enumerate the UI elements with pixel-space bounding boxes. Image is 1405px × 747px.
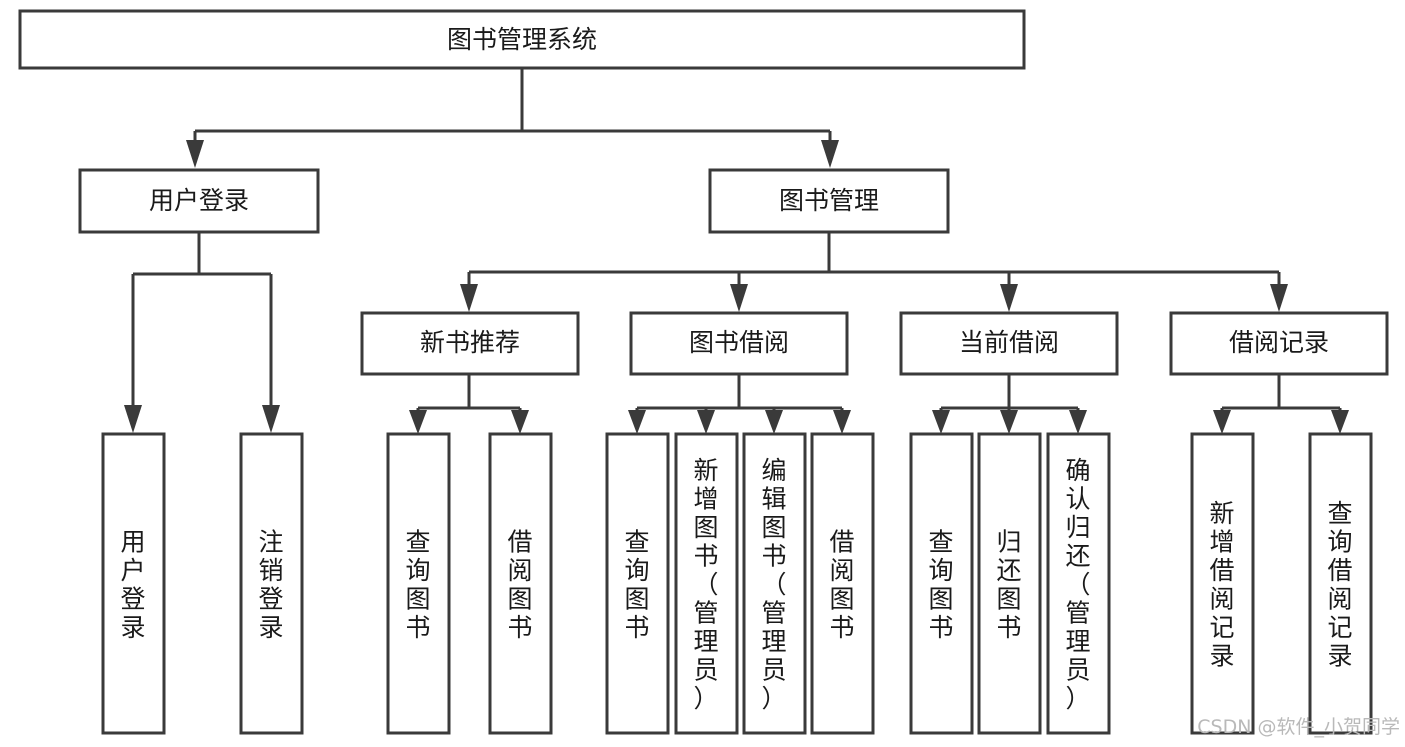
leaf-confirm-return-box[interactable]	[1046, 432, 1111, 735]
connector-group-current-borrow	[932, 374, 1087, 434]
arrowhead-leaf-add-book	[697, 410, 715, 434]
arrowhead-leaf-query-book-3	[932, 410, 950, 434]
arrowhead-book-borrow	[730, 284, 748, 312]
arrowhead-leaf-edit-book	[765, 410, 783, 434]
arrowhead-leaf-return-book	[1000, 410, 1018, 434]
leaf-user-login[interactable]: 用户登录	[101, 432, 166, 735]
leaf-query-record-box[interactable]	[1308, 432, 1373, 735]
leaf-logout-login-box[interactable]	[239, 432, 304, 735]
leaf-borrow-book-1-box[interactable]	[488, 432, 553, 735]
leaf-add-book-label: 新增图书（管理员）	[693, 456, 718, 713]
node-borrow-record-box[interactable]	[1169, 311, 1389, 376]
connector-group-user-login	[124, 232, 280, 433]
leaf-borrow-book-2-box[interactable]	[810, 432, 875, 735]
leaf-logout-login[interactable]: 注销登录	[239, 432, 304, 735]
node-borrow-record-label: 借阅记录	[1229, 328, 1329, 357]
node-user-login[interactable]: 用户登录	[78, 168, 320, 234]
leaf-user-login-box[interactable]	[101, 432, 166, 735]
node-new-book-rec[interactable]: 新书推荐	[360, 311, 580, 376]
leaf-borrow-book-2[interactable]: 借阅图书	[810, 432, 875, 735]
arrowhead-leaf-add-record	[1213, 410, 1231, 434]
node-book-manage[interactable]: 图书管理	[708, 168, 950, 234]
leaf-return-book-box[interactable]	[977, 432, 1042, 735]
leaf-return-book-label: 归还图书	[996, 527, 1021, 642]
leaf-edit-book-label: 编辑图书（管理员）	[761, 456, 786, 713]
leaf-add-record-box[interactable]	[1190, 432, 1255, 735]
connector-group-book-manage	[460, 232, 1288, 312]
leaf-query-book-3-box[interactable]	[909, 432, 974, 735]
arrowhead-new-book-rec	[460, 284, 478, 312]
leaf-query-book-1-label: 查询图书	[405, 527, 430, 642]
leaf-edit-book-box[interactable]	[742, 432, 807, 735]
leaf-query-book-3[interactable]: 查询图书	[909, 432, 974, 735]
node-root-label: 图书管理系统	[447, 25, 597, 54]
arrowhead-leaf-borrow-book-1	[511, 410, 529, 434]
node-current-borrow-box[interactable]	[899, 311, 1119, 376]
leaf-query-book-1-box[interactable]	[386, 432, 451, 735]
connector-group-new-book-rec	[409, 374, 529, 434]
arrowhead-leaf-query-book-1	[409, 410, 427, 434]
arrowhead-leaf-user-login	[124, 405, 142, 433]
node-book-manage-label: 图书管理	[779, 186, 879, 215]
arrowhead-borrow-record	[1270, 284, 1288, 312]
leaf-borrow-book-2-label: 借阅图书	[829, 527, 854, 642]
node-current-borrow[interactable]: 当前借阅	[899, 311, 1119, 376]
leaf-query-record-label: 查询借阅记录	[1327, 499, 1352, 671]
arrowhead-leaf-query-book-2	[628, 410, 646, 434]
leaf-query-record[interactable]: 查询借阅记录	[1308, 432, 1373, 735]
leaf-add-book[interactable]: 新增图书（管理员）	[674, 432, 739, 735]
connector-group-book-borrow	[628, 374, 851, 434]
leaf-user-login-label: 用户登录	[120, 527, 145, 642]
csdn-watermark: CSDN @软件_小贺同学	[1197, 716, 1400, 738]
leaf-return-book[interactable]: 归还图书	[977, 432, 1042, 735]
leaf-confirm-return-label: 确认归还（管理员）	[1065, 456, 1090, 713]
leaf-add-record-label: 新增借阅记录	[1209, 499, 1234, 671]
leaf-borrow-book-1[interactable]: 借阅图书	[488, 432, 553, 735]
leaf-query-book-1[interactable]: 查询图书	[386, 432, 451, 735]
arrowhead-current-borrow	[1000, 284, 1018, 312]
node-current-borrow-label: 当前借阅	[959, 328, 1059, 357]
arrowhead-book-manage	[821, 140, 839, 168]
leaf-edit-book[interactable]: 编辑图书（管理员）	[742, 432, 807, 735]
node-book-borrow[interactable]: 图书借阅	[629, 311, 849, 376]
leaf-add-record[interactable]: 新增借阅记录	[1190, 432, 1255, 735]
arrowhead-leaf-borrow-book-2	[833, 410, 851, 434]
connector-group-borrow-record	[1213, 374, 1349, 434]
node-root[interactable]: 图书管理系统	[18, 9, 1026, 70]
arrowhead-leaf-logout-login	[262, 405, 280, 433]
leaf-confirm-return[interactable]: 确认归还（管理员）	[1046, 432, 1111, 735]
leaf-query-book-3-label: 查询图书	[928, 527, 953, 642]
node-new-book-rec-label: 新书推荐	[420, 328, 520, 357]
leaf-add-book-box[interactable]	[674, 432, 739, 735]
node-user-login-box[interactable]	[78, 168, 320, 234]
leaf-query-book-2[interactable]: 查询图书	[605, 432, 670, 735]
node-new-book-rec-box[interactable]	[360, 311, 580, 376]
node-user-login-label: 用户登录	[149, 186, 249, 215]
connector-group-root	[186, 68, 839, 168]
arrowhead-leaf-query-record	[1331, 410, 1349, 434]
node-borrow-record[interactable]: 借阅记录	[1169, 311, 1389, 376]
arrowhead-leaf-confirm-return	[1069, 410, 1087, 434]
node-book-borrow-box[interactable]	[629, 311, 849, 376]
leaf-query-book-2-box[interactable]	[605, 432, 670, 735]
node-book-manage-box[interactable]	[708, 168, 950, 234]
arrowhead-user-login	[186, 140, 204, 168]
node-root-box[interactable]	[18, 9, 1026, 70]
leaf-query-book-2-label: 查询图书	[624, 527, 649, 642]
leaf-logout-login-label: 注销登录	[258, 527, 283, 642]
node-book-borrow-label: 图书借阅	[689, 328, 789, 357]
leaf-borrow-book-1-label: 借阅图书	[507, 527, 532, 642]
